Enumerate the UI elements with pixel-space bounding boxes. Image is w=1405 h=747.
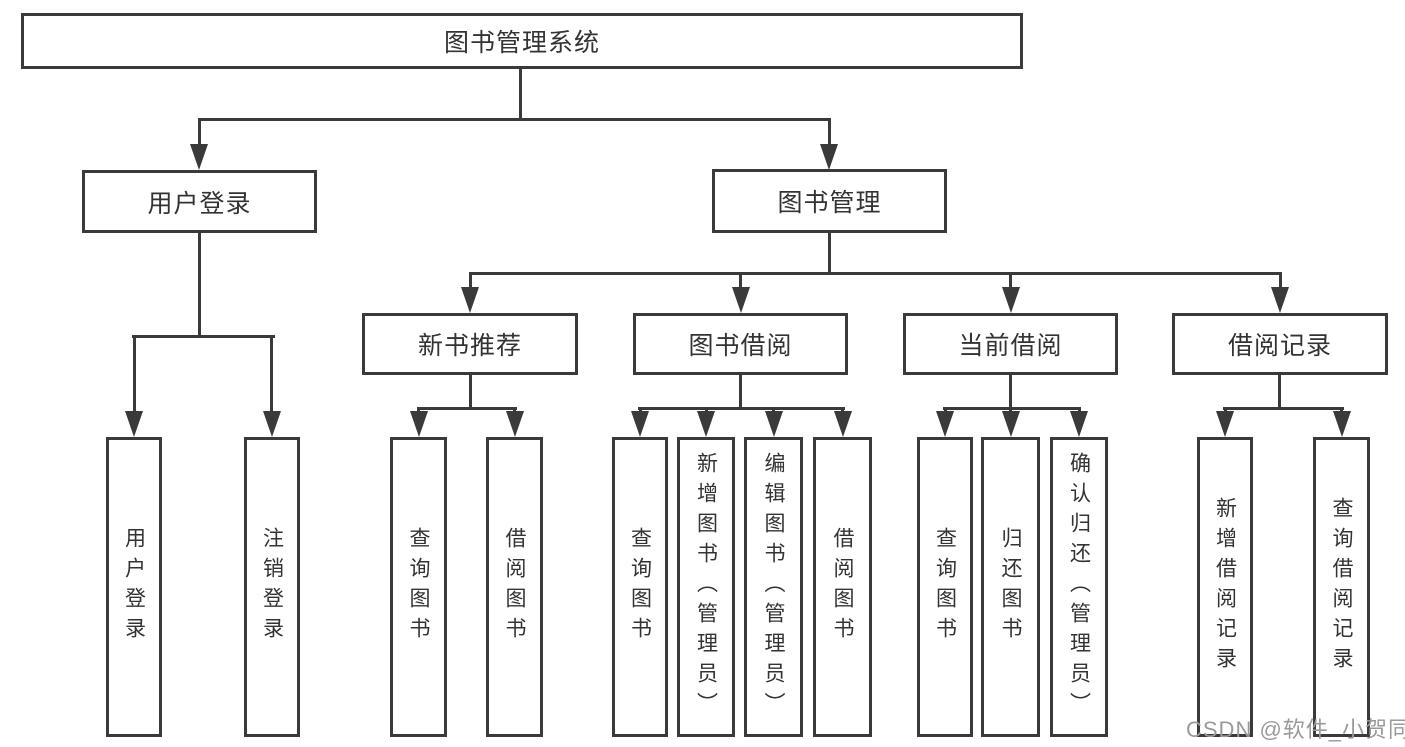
arrow-down-icon [410, 411, 428, 437]
node-book-borrowing-label: 图书借阅 [688, 332, 793, 360]
arrow-down-icon [820, 144, 838, 170]
arrow-down-icon [125, 411, 143, 437]
node-current-borrowing-label: 当前借阅 [958, 332, 1063, 360]
node-book-management: 图书管理 [712, 169, 947, 233]
connector-currentborrow-shaft [1009, 272, 1012, 289]
connector-leaf-shaft [270, 335, 273, 413]
leaf-logout: 注销登录 [244, 437, 300, 737]
connector-bookmgmt-shaft [828, 118, 831, 146]
leaf-query-books-current-label: 查询图书 [933, 527, 957, 647]
connector-currentborrow-branch [943, 407, 1081, 410]
node-user-login: 用户登录 [82, 170, 317, 233]
leaf-query-books-current: 查询图书 [917, 437, 973, 737]
leaf-query-borrow-record: 查询借阅记录 [1313, 437, 1370, 737]
node-book-management-label: 图书管理 [777, 189, 882, 217]
node-new-book-recommend-label: 新书推荐 [417, 332, 522, 360]
leaf-add-books-admin-label: 新增图书（管理员） [694, 452, 718, 722]
arrow-down-icon [765, 411, 783, 437]
leaf-add-borrow-record: 新增借阅记录 [1197, 437, 1253, 737]
connector-newbook-shaft [469, 272, 472, 289]
connector-bookborrow-stem [739, 375, 742, 409]
node-borrowing-records: 借阅记录 [1172, 313, 1388, 375]
arrow-down-icon [506, 411, 524, 437]
leaf-add-borrow-record-label: 新增借阅记录 [1213, 497, 1237, 677]
node-root-system: 图书管理系统 [21, 13, 1023, 69]
leaf-borrow-books-recommend: 借阅图书 [486, 437, 543, 737]
leaf-user-login: 用户登录 [106, 437, 162, 737]
arrow-down-icon [1216, 411, 1234, 437]
leaf-borrow-books-label: 借阅图书 [831, 527, 854, 647]
arrow-down-icon [834, 411, 852, 437]
connector-borrowrecords-stem [1278, 375, 1281, 409]
arrow-down-icon [631, 411, 649, 437]
arrow-down-icon [1002, 287, 1020, 313]
connector-bookmgmt-stem [828, 233, 831, 275]
connector-userlogin-shaft [198, 118, 201, 146]
csdn-watermark: CSDN @软件_小贺同学 [1186, 717, 1405, 742]
connector-root-stem [519, 69, 522, 120]
connector-newbook-stem [469, 375, 472, 409]
connector-level3-branch [469, 272, 1282, 275]
connector-currentborrow-stem [1009, 375, 1012, 409]
leaf-query-books-recommend-label: 查询图书 [407, 527, 430, 647]
arrow-down-icon [190, 144, 208, 170]
leaf-query-books-borrowing-label: 查询图书 [628, 527, 652, 647]
node-user-login-label: 用户登录 [147, 189, 252, 218]
leaf-edit-books-admin-label: 编辑图书（管理员） [762, 452, 785, 722]
arrow-down-icon [1333, 411, 1351, 437]
leaf-user-login-label: 用户登录 [122, 527, 146, 647]
arrow-down-icon [697, 411, 715, 437]
connector-newbook-branch [417, 407, 517, 410]
connector-bookborrow-branch [638, 407, 845, 410]
arrow-down-icon [461, 287, 479, 313]
connector-userlogin-branch [132, 335, 275, 338]
node-new-book-recommend: 新书推荐 [362, 313, 578, 375]
connector-root-branch [198, 118, 831, 121]
arrow-down-icon [732, 287, 750, 313]
leaf-confirm-return-admin-label: 确认归还（管理员） [1067, 452, 1091, 722]
leaf-query-books-borrowing: 查询图书 [612, 437, 668, 737]
leaf-borrow-books: 借阅图书 [813, 437, 872, 737]
node-current-borrowing: 当前借阅 [903, 313, 1118, 375]
leaf-edit-books-admin: 编辑图书（管理员） [744, 437, 803, 737]
leaf-return-books: 归还图书 [981, 437, 1040, 737]
leaf-query-borrow-record-label: 查询借阅记录 [1330, 497, 1353, 677]
connector-bookborrow-shaft [739, 272, 742, 289]
arrow-down-icon [263, 411, 281, 437]
arrow-down-icon [936, 411, 954, 437]
leaf-confirm-return-admin: 确认归还（管理员） [1050, 437, 1108, 737]
arrow-down-icon [1002, 411, 1020, 437]
leaf-add-books-admin: 新增图书（管理员） [677, 437, 735, 737]
node-root-label: 图书管理系统 [443, 29, 600, 57]
leaf-return-books-label: 归还图书 [999, 527, 1022, 647]
connector-borrowrecords-shaft [1279, 272, 1282, 289]
arrow-down-icon [1271, 287, 1289, 313]
node-book-borrowing: 图书借阅 [633, 313, 848, 375]
leaf-borrow-books-recommend-label: 借阅图书 [503, 527, 526, 647]
leaf-logout-label: 注销登录 [260, 527, 284, 647]
connector-borrowrecords-branch [1223, 407, 1344, 410]
arrow-down-icon [1070, 411, 1088, 437]
leaf-query-books-recommend: 查询图书 [390, 437, 447, 737]
connector-userlogin-stem [198, 233, 201, 338]
connector-leaf-shaft [133, 335, 136, 413]
node-borrowing-records-label: 借阅记录 [1227, 332, 1332, 360]
